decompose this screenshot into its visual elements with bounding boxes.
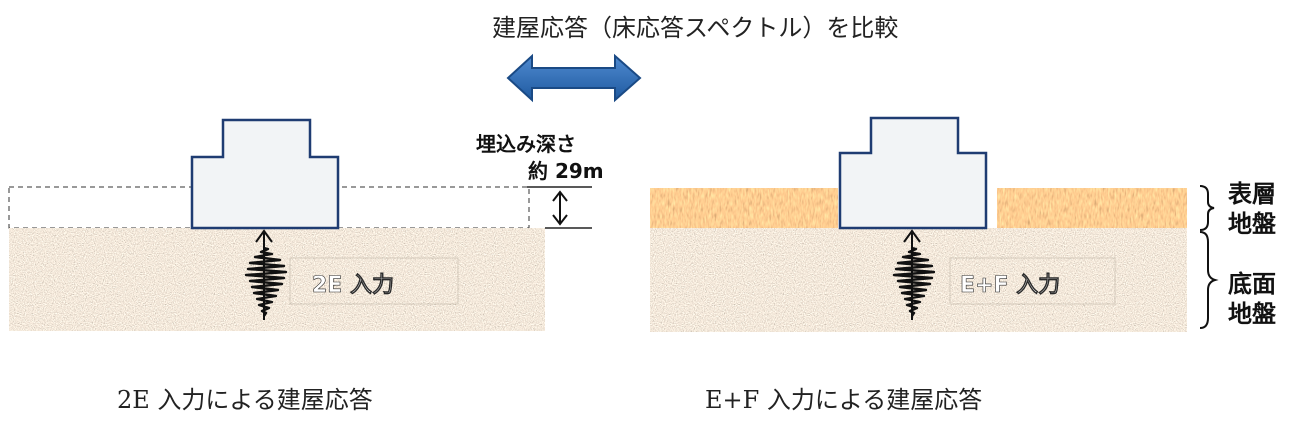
- base-layer-label: 地盤: [1228, 300, 1277, 328]
- double-arrow-icon: [506, 53, 642, 103]
- surface-ground-right-b: [997, 188, 1187, 228]
- base-layer-label: 底面: [1228, 270, 1276, 298]
- dimension-arrow-icon: [552, 190, 568, 226]
- seismic-wave-icon: [892, 246, 936, 317]
- embedment-depth-value: 約 29m: [528, 159, 604, 183]
- brace-base-icon: [1199, 231, 1219, 329]
- input-label-right: E+F 入力: [960, 273, 1060, 298]
- surface-layer-label: 地盤: [1228, 210, 1277, 238]
- building-right: [838, 116, 988, 230]
- embedment-depth-label: 埋込み深さ: [476, 132, 576, 156]
- surface-layer-label: 表層: [1228, 180, 1276, 208]
- seismic-wave-icon: [244, 246, 288, 317]
- input-label-box-left: [289, 257, 459, 305]
- input-label-left: 2E 入力: [312, 273, 394, 298]
- building-left: [190, 118, 340, 230]
- title: 建屋応答（床応答スペクトル）を比較: [492, 14, 898, 42]
- surface-ground-right-a: [650, 188, 838, 228]
- caption-right: E+F 入力による建屋応答: [705, 386, 982, 414]
- brace-surface-icon: [1199, 185, 1215, 231]
- input-label-box-right: [949, 257, 1116, 305]
- caption-left: 2E 入力による建屋応答: [117, 386, 373, 414]
